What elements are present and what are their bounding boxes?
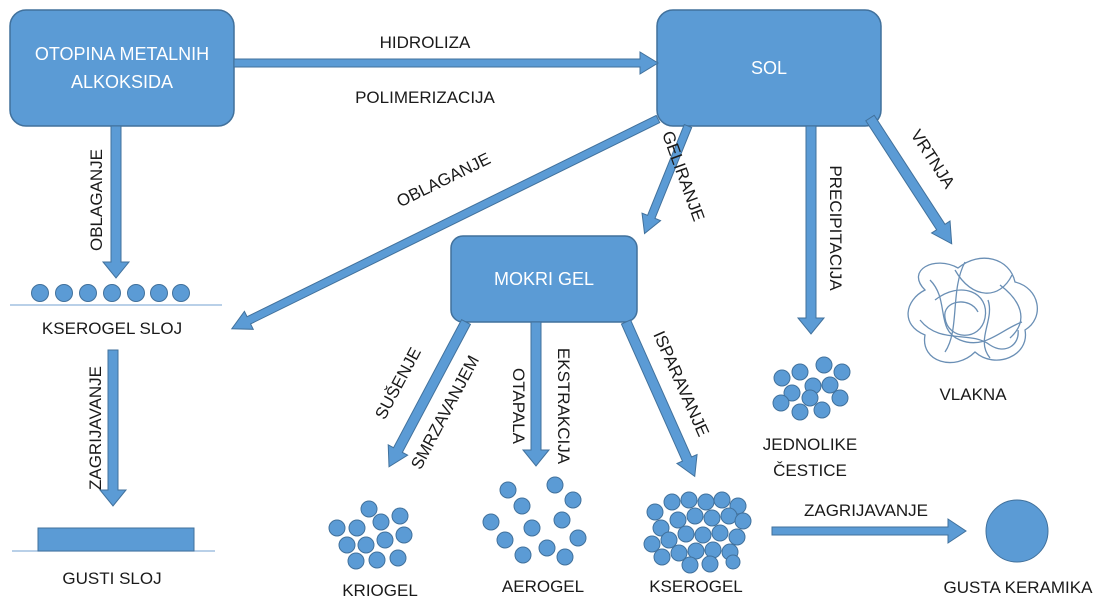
heating-right-arrow: [771, 518, 967, 544]
aerogel-label: AEROGEL: [502, 577, 584, 596]
heating-right-label: ZAGRIJAVANJE: [804, 501, 928, 520]
uniform-particles-label-line2: ČESTICE: [773, 461, 847, 480]
wet-gel-label: MOKRI GEL: [494, 269, 594, 289]
cryogel-illustration: [328, 500, 413, 570]
xerogel-label: KSEROGEL: [649, 577, 743, 596]
sol-label: SOL: [751, 58, 787, 78]
wet-gel-node: MOKRI GEL: [450, 235, 638, 323]
precipitation-label: PRECIPITACIJA: [826, 165, 845, 291]
cryogel-label: KRIOGEL: [342, 581, 418, 600]
freeze-drying-arrow: [387, 318, 472, 468]
coating-left-arrow: [101, 125, 131, 279]
hydrolysis-label: HIDROLIZA: [380, 33, 471, 52]
polymerization-label: POLIMERIZACIJA: [355, 88, 495, 107]
fibers-label: VLAKNA: [939, 385, 1007, 404]
solvent-extraction-label-line1: OTAPALA: [509, 368, 528, 445]
uniform-particles-illustration: [772, 356, 851, 421]
aerogel-illustration: [482, 476, 587, 566]
evaporation-arrow: [620, 319, 698, 478]
dense-ceramic-illustration: [985, 499, 1049, 563]
xerogel-film-illustration: [10, 284, 222, 306]
solvent-extraction-label-line2: EKSTRAKCIJA: [554, 348, 573, 465]
spinning-arrow: [865, 114, 953, 245]
solution-label-line1: OTOPINA METALNIH: [35, 44, 209, 64]
dense-film-label: GUSTI SLOJ: [62, 569, 161, 588]
coating-left-label: OBLAGANJE: [87, 149, 106, 251]
heating-left-label: ZAGRIJAVANJE: [86, 366, 105, 490]
dense-ceramic-label: GUSTA KERAMIKA: [944, 578, 1094, 597]
fibers-illustration: [907, 257, 1038, 364]
precipitation-arrow: [796, 125, 826, 335]
sol-node: SOL: [656, 9, 882, 127]
heating-left-arrow: [98, 349, 128, 507]
xerogel-illustration: [643, 491, 752, 574]
coating-diag-arrow: [230, 114, 661, 330]
solution-node: OTOPINA METALNIH ALKOKSIDA: [9, 9, 235, 127]
gelation-arrow: [641, 123, 693, 235]
hydrolysis-arrow: [233, 51, 659, 75]
xerogel-film-label: KSEROGEL SLOJ: [42, 319, 182, 338]
uniform-particles-label-line1: JEDNOLIKE: [763, 435, 857, 454]
solution-label-line2: ALKOKSIDA: [71, 72, 173, 92]
solvent-extraction-arrow: [521, 321, 551, 467]
coating-diag-label: OBLAGANJE: [394, 149, 494, 211]
dense-film-illustration: [12, 527, 215, 552]
